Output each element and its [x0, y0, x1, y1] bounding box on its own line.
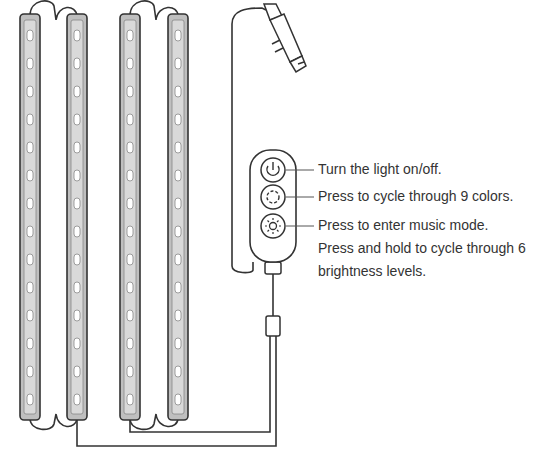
music-button [261, 214, 285, 238]
leader-line [286, 170, 314, 171]
led-chip [175, 86, 181, 97]
led-chip [175, 142, 181, 153]
inline-fuse [266, 316, 280, 336]
power-button [261, 158, 285, 182]
led-chip [127, 310, 133, 321]
led-chip [127, 254, 133, 265]
led-chip [27, 366, 33, 377]
led-chip [127, 58, 133, 69]
led-chip [127, 366, 133, 377]
controller-cable [130, 336, 270, 432]
led-chip [175, 338, 181, 349]
leader-line [286, 197, 314, 198]
callout-label: Press to enter music mode. [318, 214, 488, 237]
led-chip [175, 114, 181, 125]
led-chip [74, 226, 80, 237]
controller-cable [272, 274, 274, 316]
led-chip [127, 142, 133, 153]
led-chip [27, 30, 33, 41]
led-chip [175, 198, 181, 209]
led-chip [74, 170, 80, 181]
leader-lines [286, 170, 314, 226]
led-strip-channel [24, 20, 36, 414]
power-icon [267, 162, 279, 175]
led-chip [27, 394, 33, 405]
callout-label: Press to cycle through 9 colors. [318, 185, 513, 208]
led-chip [127, 170, 133, 181]
led-chip [175, 366, 181, 377]
led-chip [127, 114, 133, 125]
brightness-icon [270, 223, 277, 230]
callout-label: Turn the light on/off. [318, 158, 442, 181]
led-strips [20, 14, 188, 420]
led-strip [67, 14, 87, 420]
led-chip [27, 282, 33, 293]
led-chip [27, 142, 33, 153]
controller [250, 150, 296, 262]
led-chip [27, 226, 33, 237]
led-chip [175, 226, 181, 237]
color-icon [267, 191, 279, 203]
led-chip [175, 30, 181, 41]
led-chip [74, 282, 80, 293]
led-chip [27, 58, 33, 69]
car-plug [264, 4, 306, 72]
led-chip [127, 198, 133, 209]
led-chip [27, 254, 33, 265]
led-strip [120, 14, 140, 420]
led-chip [127, 338, 133, 349]
led-chip [74, 142, 80, 153]
car-plug-body [270, 14, 302, 62]
led-chip [127, 226, 133, 237]
led-chip [74, 30, 80, 41]
led-chip [27, 170, 33, 181]
led-chip [74, 58, 80, 69]
led-chip [74, 198, 80, 209]
led-chip [74, 338, 80, 349]
led-chip [74, 366, 80, 377]
led-chip [127, 394, 133, 405]
led-strip-channel [71, 20, 83, 414]
led-chip [27, 338, 33, 349]
led-chip [27, 310, 33, 321]
led-chip [74, 310, 80, 321]
led-chip [175, 254, 181, 265]
led-chip [127, 282, 133, 293]
brightness-rays [265, 218, 281, 234]
color-button [261, 185, 285, 209]
led-chip [127, 30, 133, 41]
leader-line [286, 226, 314, 227]
led-chip [127, 86, 133, 97]
led-chip [74, 114, 80, 125]
led-chip [27, 198, 33, 209]
led-chip [175, 170, 181, 181]
led-chip [74, 254, 80, 265]
led-chip [175, 310, 181, 321]
led-chip [175, 58, 181, 69]
led-strip [168, 14, 188, 420]
wires [30, 1, 276, 446]
led-chip [74, 394, 80, 405]
controller-plug [265, 262, 281, 274]
led-strip [20, 14, 40, 420]
callout-label: Press and hold to cycle through 6 bright… [318, 237, 546, 283]
led-strip-channel [172, 20, 184, 414]
car-plug-contact [272, 40, 304, 64]
controller-housing [250, 150, 296, 262]
led-chip [175, 282, 181, 293]
led-strip-channel [124, 20, 136, 414]
led-chip [175, 394, 181, 405]
led-chip [27, 114, 33, 125]
led-chip [74, 86, 80, 97]
led-chip [27, 86, 33, 97]
